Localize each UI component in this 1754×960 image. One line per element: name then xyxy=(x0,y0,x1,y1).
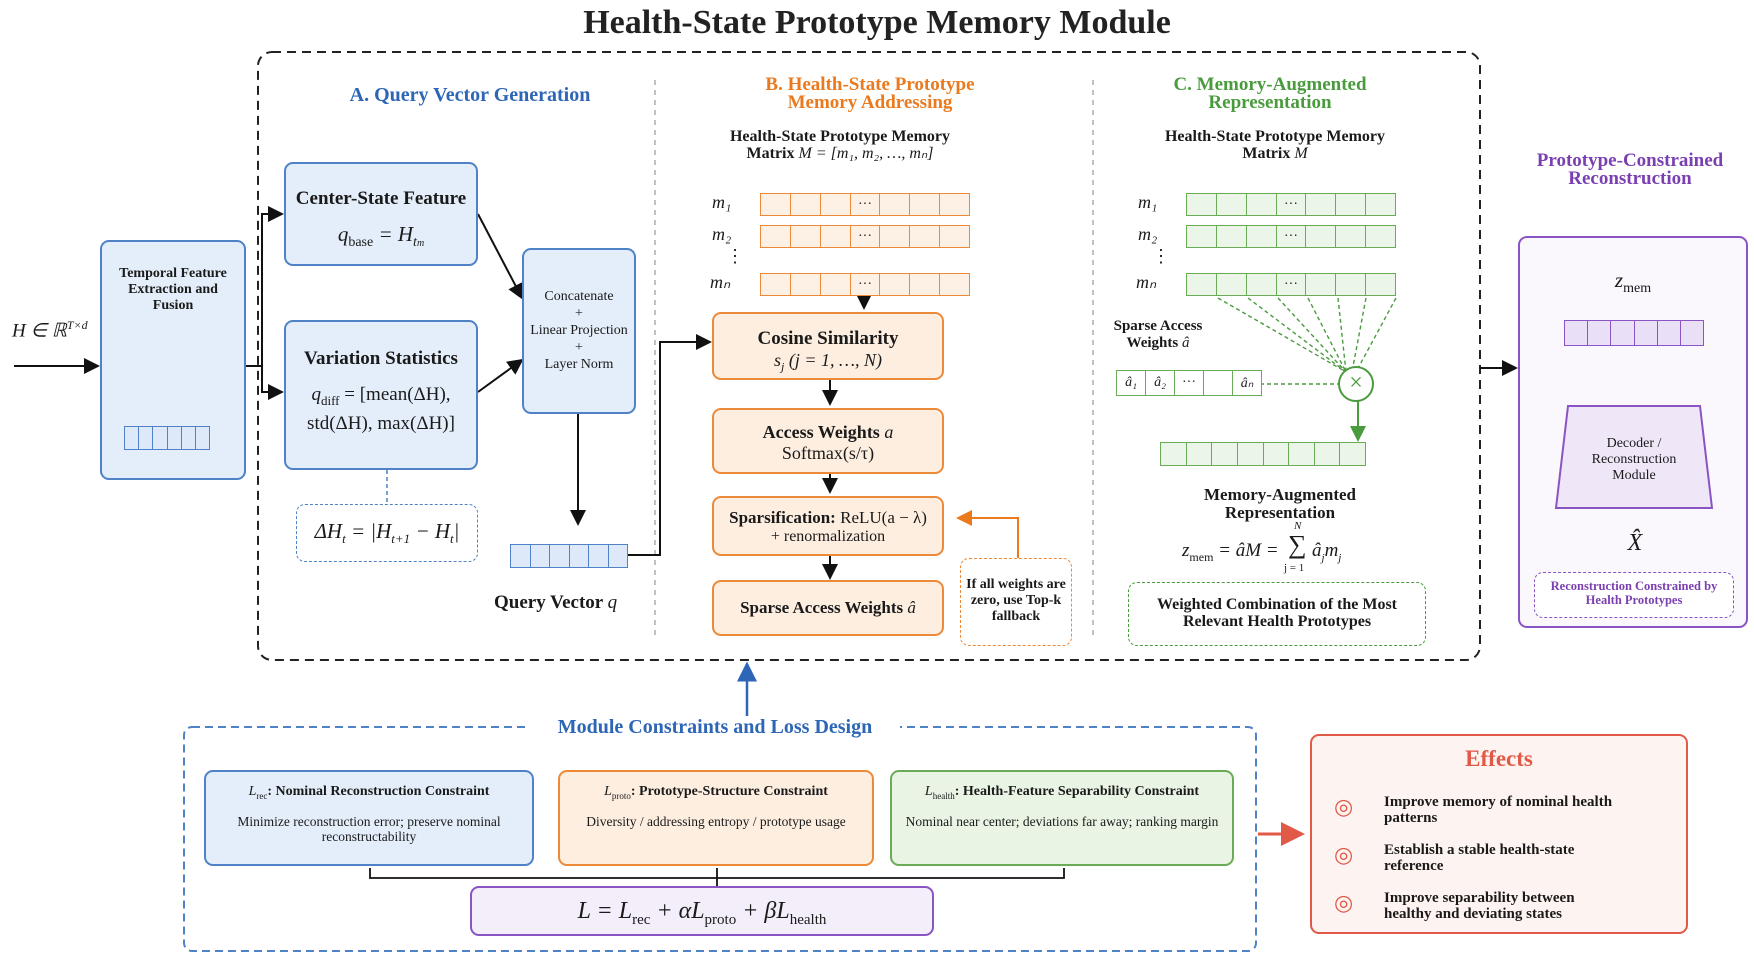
sparsification-title: Sparsification: ReLU(a − λ) xyxy=(729,508,927,527)
recon-zmem-cells xyxy=(1564,320,1704,346)
sparse-access-c-label: Sparse Access Weights â xyxy=(1113,318,1203,351)
delta-equation: ΔHt = |Ht+1 − Ht| xyxy=(314,519,460,547)
loss-proto-box: Lproto: Prototype-Structure Constraint D… xyxy=(558,770,874,866)
sparse-weights-box: Sparse Access Weights â xyxy=(712,580,944,636)
loss-health-desc: Nominal near center; deviations far away… xyxy=(905,813,1219,829)
sparse-weights-title: Sparse Access Weights â xyxy=(740,598,916,617)
variation-stats-line1: qdiff = [mean(ΔH), xyxy=(311,384,451,408)
memory-c-row-mN: ··· xyxy=(1186,273,1396,296)
mem-aug-equation: zmem = âM = N ∑ j = 1 âjmj xyxy=(1182,520,1342,574)
effects-box: Effects ◎ Improve memory of nominal heal… xyxy=(1310,734,1688,934)
temporal-feature-box: Temporal Feature Extraction and Fusion xyxy=(100,240,246,480)
row-label-m1: m₁ xyxy=(712,192,732,212)
memory-c-row-m2: ··· xyxy=(1186,225,1396,248)
fallback-text: If all weights are zero, use Top-k fallb… xyxy=(966,577,1066,624)
center-state-equation: qbase = Htm xyxy=(337,222,425,251)
delta-definition-box: ΔHt = |Ht+1 − Ht| xyxy=(296,504,478,562)
total-loss-box: L = Lrec + αLproto + βLhealth xyxy=(470,886,934,936)
sparsification-line2: + renormalization xyxy=(770,528,886,545)
multiply-icon: × xyxy=(1338,366,1374,402)
weighted-combination-text: Weighted Combination of the Most Relevan… xyxy=(1157,596,1397,630)
recon-note-text: Reconstruction Constrained by Health Pro… xyxy=(1550,579,1718,607)
row-label-c-m1: m₁ xyxy=(1138,192,1158,212)
recon-title: Prototype-Constrained Reconstruction xyxy=(1536,150,1724,189)
access-weights-box: Access Weights a Softmax(s/τ) xyxy=(712,408,944,474)
recon-zmem-label: zmem xyxy=(1614,268,1652,297)
xhat-label: X̂ xyxy=(1627,530,1643,556)
arrow-variation-concat xyxy=(477,358,524,393)
loss-rec-desc: Minimize reconstruction error; preserve … xyxy=(237,813,501,844)
feature-vector-icon xyxy=(124,426,210,450)
arrow-query-cosine xyxy=(628,334,712,556)
target-icon: ◎ xyxy=(1334,890,1354,915)
memory-row-m1: ··· xyxy=(760,193,970,216)
module-border xyxy=(257,51,1481,661)
row-label-m2: m₂ xyxy=(712,224,732,244)
row-label-c-dots: ⋮ xyxy=(1152,246,1170,266)
section-c-title: C. Memory-Augmented Representation xyxy=(1173,74,1367,113)
diagram-title: Health-State Prototype Memory Module xyxy=(583,4,1171,41)
concat-projection-box: Concatenate+Linear Projection+Layer Norm xyxy=(522,248,636,414)
constraints-title: Module Constraints and Loss Design xyxy=(530,716,900,739)
loss-health-box: Lhealth: Health-Feature Separability Con… xyxy=(890,770,1234,866)
augmented-vector-cells xyxy=(1160,442,1366,466)
center-state-box: Center-State Feature qbase = Htm xyxy=(284,162,478,266)
access-weights-eq: Softmax(s/τ) xyxy=(781,443,875,463)
recon-note-box: Reconstruction Constrained by Health Pro… xyxy=(1534,572,1734,618)
recon-panel: zmem Decoder / Reconstruction Module X̂ … xyxy=(1518,236,1748,628)
effect-item: ◎ Improve separability between healthy a… xyxy=(1334,890,1575,922)
variation-stats-box: Variation Statistics qdiff = [mean(ΔH), … xyxy=(284,320,478,470)
row-label-c-m2: m₂ xyxy=(1138,224,1158,244)
arrow-temporal-split xyxy=(238,206,284,367)
memory-row-mN: ··· xyxy=(760,273,970,296)
concat-projection-label: Concatenate+Linear Projection+Layer Norm xyxy=(530,289,628,372)
row-label-dots: ⋮ xyxy=(726,246,744,266)
query-vector-label: Query Vector q xyxy=(494,592,618,613)
temporal-feature-label: Temporal Feature Extraction and Fusion xyxy=(119,266,227,313)
decoder-trapezoid xyxy=(1554,405,1714,509)
memory-c-row-m1: ··· xyxy=(1186,193,1396,216)
sparsification-box: Sparsification: ReLU(a − λ) + renormaliz… xyxy=(712,496,944,556)
cosine-similarity-box: Cosine Similarity sj (j = 1, …, N) xyxy=(712,312,944,380)
cosine-similarity-eq: sj (j = 1, …, N) xyxy=(773,350,882,374)
fallback-box: If all weights are zero, use Top-k fallb… xyxy=(960,558,1072,646)
query-vector-cells xyxy=(510,544,628,568)
loss-proto-desc: Diversity / addressing entropy / prototy… xyxy=(586,813,846,829)
loss-proto-title: Lproto: Prototype-Structure Constraint xyxy=(604,784,828,801)
center-state-title: Center-State Feature xyxy=(295,188,467,209)
access-weights-title: Access Weights a xyxy=(762,422,894,442)
mem-aug-title: Memory-Augmented Representation xyxy=(1203,485,1356,522)
weighted-combination-box: Weighted Combination of the Most Relevan… xyxy=(1128,582,1426,646)
input-label: H ∈ ℝT×d xyxy=(12,318,88,342)
target-icon: ◎ xyxy=(1334,842,1354,867)
total-loss-equation: L = Lrec + αLproto + βLhealth xyxy=(577,898,827,928)
effect-item: ◎ Establish a stable health-state refere… xyxy=(1334,842,1575,874)
memory-row-m2: ··· xyxy=(760,225,970,248)
variation-stats-title: Variation Statistics xyxy=(304,348,458,369)
row-label-mN: mₙ xyxy=(710,272,731,292)
cosine-similarity-title: Cosine Similarity xyxy=(757,328,899,349)
arrow-center-concat xyxy=(477,213,523,300)
section-a-title: A. Query Vector Generation xyxy=(349,84,591,106)
effects-title: Effects xyxy=(1465,746,1533,771)
memory-fan-lines xyxy=(1217,297,1397,385)
target-icon: ◎ xyxy=(1334,794,1354,819)
loss-health-title: Lhealth: Health-Feature Separability Con… xyxy=(924,784,1200,801)
arrow-fallback xyxy=(956,510,1019,558)
section-b-title: B. Health-State Prototype Memory Address… xyxy=(765,74,975,113)
memory-matrix-b-title: Health-State Prototype Memory Matrix M =… xyxy=(729,128,951,162)
memory-matrix-c-title: Health-State Prototype Memory Matrix M xyxy=(1164,128,1386,162)
effect-item: ◎ Improve memory of nominal health patte… xyxy=(1334,794,1613,826)
loss-rec-box: Lrec: Nominal Reconstruction Constraint … xyxy=(204,770,534,866)
variation-stats-line2: std(ΔH), max(ΔH)] xyxy=(307,412,455,434)
row-label-c-mN: mₙ xyxy=(1136,272,1157,292)
loss-rec-title: Lrec: Nominal Reconstruction Constraint xyxy=(248,784,490,801)
decoder-label: Decoder / Reconstruction Module xyxy=(1591,436,1677,483)
